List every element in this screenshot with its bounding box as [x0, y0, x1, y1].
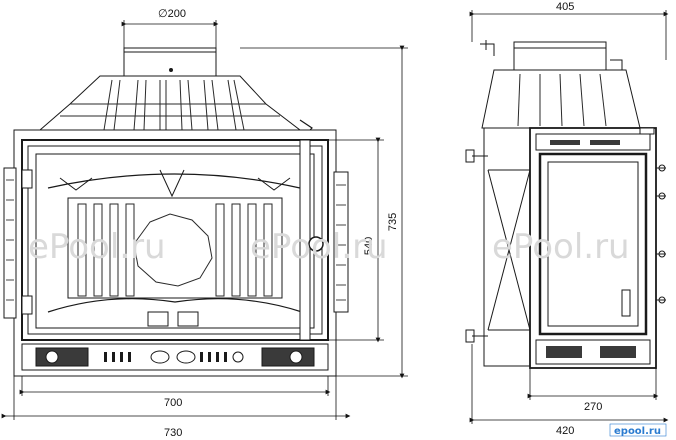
- front-width-label: 700: [164, 397, 182, 409]
- side-depth-bottom-label: 420: [556, 425, 574, 437]
- watermark-right: ePool.ru: [492, 227, 630, 267]
- watermark-left: ePool.ru: [28, 227, 166, 267]
- front-dimensions: [1, 20, 408, 420]
- brand-logo: epool.ru: [614, 426, 661, 437]
- overall-width-label: 730: [164, 427, 182, 439]
- side-depth-top-label: 405: [556, 1, 574, 13]
- brand-logo-frame: [609, 423, 667, 437]
- hood: [38, 75, 302, 131]
- door-height-label: 540: [363, 237, 375, 255]
- front-view: [3, 47, 349, 377]
- side-view: [465, 40, 666, 369]
- flue-diameter-label: ∅200: [158, 8, 186, 20]
- side-door-width-label: 270: [584, 401, 602, 413]
- overall-height-label: 735: [387, 213, 399, 231]
- watermark-center: ePool.ru: [250, 227, 388, 267]
- side-dimensions: [469, 10, 669, 424]
